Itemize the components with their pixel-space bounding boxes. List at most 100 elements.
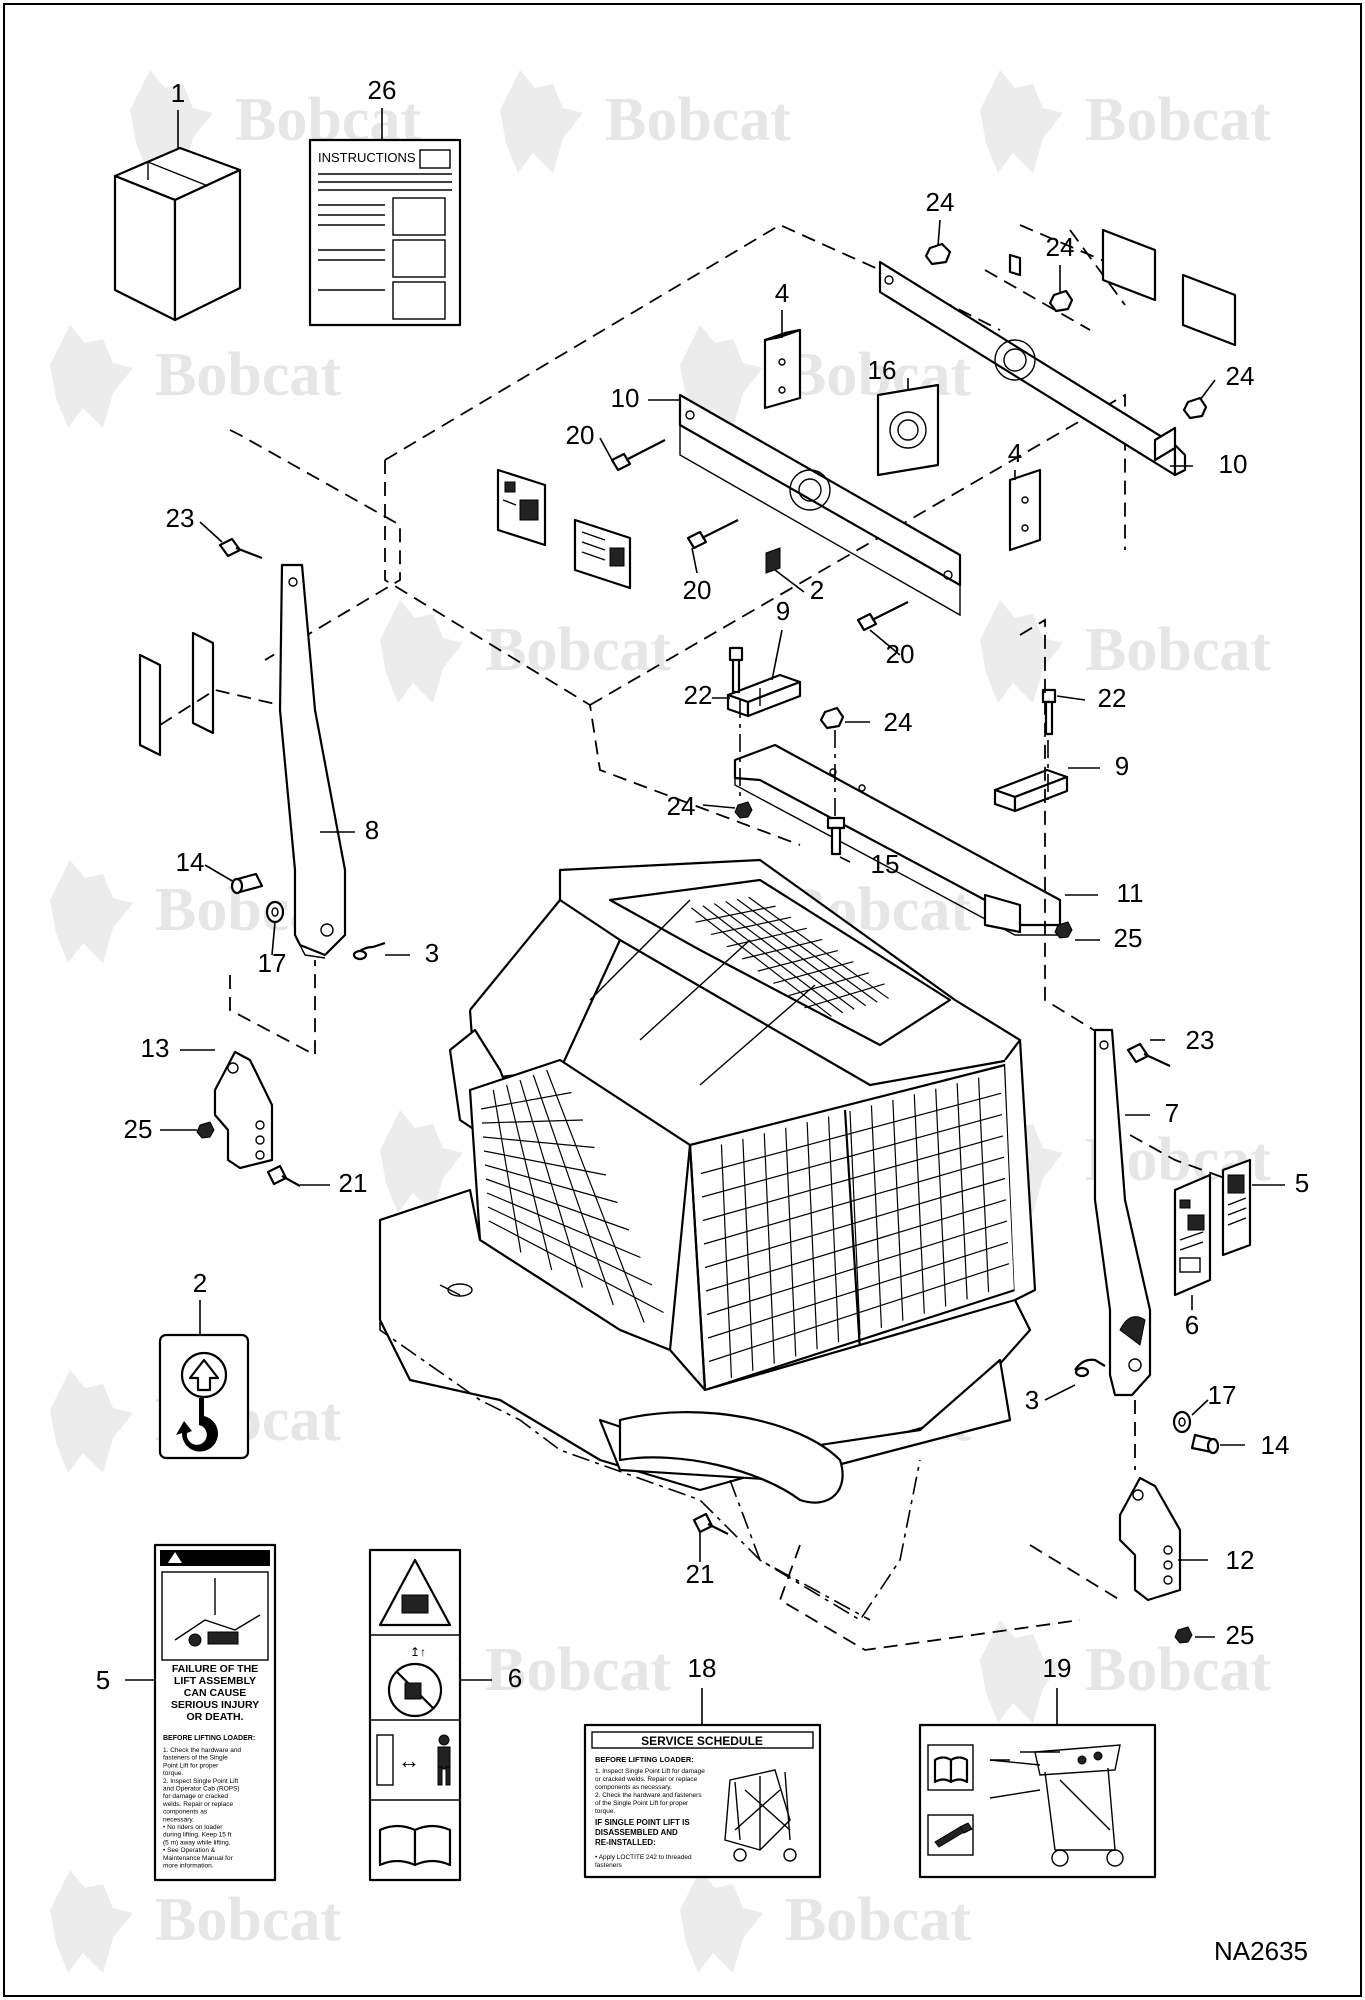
service-loader-sketch — [724, 1769, 797, 1862]
warning-headline-line: CAN CAUSE — [184, 1687, 246, 1699]
bobcat-logo-icon — [680, 1870, 763, 1973]
service-text-block: BEFORE LIFTING LOADER:1. Inspect Single … — [595, 1755, 705, 1869]
callout-3: 3 — [1025, 1385, 1039, 1415]
bracket-link-center — [778, 1544, 1081, 1651]
warning-header: WARNING — [193, 1552, 251, 1566]
callout-23: 23 — [1186, 1025, 1215, 1055]
callout-24: 24 — [884, 707, 913, 737]
loader-cab-rops — [378, 858, 1037, 1622]
warning-step-line: (5 m) away while lifting. — [163, 1839, 231, 1846]
side-window-grid — [480, 1069, 664, 1323]
callout-17: 17 — [1208, 1380, 1237, 1410]
bolt-22-left — [728, 646, 744, 694]
callout-22: 22 — [1098, 683, 1127, 713]
spacer-block-right — [1008, 468, 1042, 552]
callout-17: 17 — [258, 948, 287, 978]
service-footer-line: fasteners — [595, 1862, 622, 1869]
bolt-23-right — [1126, 1042, 1171, 1067]
pin-14-left — [230, 872, 264, 895]
warning-step-line: more information. — [163, 1863, 214, 1870]
service-item-line: or cracked welds. Repair or replace — [595, 1776, 698, 1783]
no-riders-icon: ↥↑ — [387, 1645, 443, 1718]
hazard-triangle-icon — [378, 1558, 452, 1627]
callout-26: 26 — [368, 75, 397, 105]
callout-23: 23 — [166, 503, 195, 533]
callout-14: 14 — [176, 847, 205, 877]
bolt-21-left — [266, 1164, 301, 1187]
callout-12: 12 — [1226, 1545, 1255, 1575]
manual-book-icon — [378, 1824, 452, 1867]
service-item-line: 1. Inspect Single Point Lift for damage — [595, 1768, 705, 1775]
callout-10: 10 — [611, 383, 640, 413]
callout-6: 6 — [508, 1663, 522, 1693]
bobcat-watermark-text: Bobcat — [155, 1886, 341, 1954]
callout-2: 2 — [810, 575, 824, 605]
bobcat-watermark: Bobcat — [980, 70, 1271, 173]
callout-9: 9 — [776, 596, 790, 626]
spacer-block-left — [763, 328, 802, 410]
service-reinstall-line: RE-INSTALLED: — [595, 1838, 656, 1847]
bobcat-logo-icon — [980, 1620, 1063, 1723]
instructions-sheet: INSTRUCTIONS — [308, 138, 462, 327]
lift-arm-left — [278, 563, 347, 959]
warning-step-line: • See Operation & — [163, 1847, 216, 1854]
callout-5: 5 — [1295, 1168, 1309, 1198]
cotter-pin-3-right — [1074, 1358, 1106, 1378]
bracket-link-right-lower — [1029, 1544, 1121, 1601]
warning-headline-line: FAILURE OF THE — [172, 1663, 258, 1675]
warning-step-line: during lifting. Keep 15 ft — [163, 1832, 231, 1839]
bobcat-logo-icon — [980, 70, 1063, 173]
callout-3: 3 — [425, 938, 439, 968]
warning-headline-line: LIFT ASSEMBLY — [174, 1675, 256, 1687]
bobcat-logo-icon — [50, 1870, 133, 1973]
bolt-20-c — [856, 601, 909, 632]
callout-25: 25 — [124, 1114, 153, 1144]
front-door-grid — [700, 1077, 1010, 1378]
bobcat-logo-icon — [380, 600, 463, 703]
wrench-icon — [927, 1814, 974, 1856]
callout-19: 19 — [1043, 1653, 1072, 1683]
upper-right-decals — [1008, 228, 1237, 347]
bobcat-watermark-text: Bobcat — [1085, 1636, 1271, 1704]
bobcat-logo-icon — [50, 325, 133, 428]
callout-labels: 1 26 24 24 24 4 16 10 10 20 4 23 20 2 20… — [96, 75, 1309, 1695]
service-schedule-decal: SERVICE SCHEDULE BEFORE LIFTING LOADER:1… — [583, 1723, 822, 1879]
warning-step-line: 2. Inspect Single Point Lift — [163, 1778, 238, 1785]
bobcat-watermark: Bobcat — [380, 600, 671, 703]
callout-21: 21 — [339, 1168, 368, 1198]
warning-subhead: BEFORE LIFTING LOADER: — [163, 1735, 255, 1742]
warning-headline-line: SERIOUS INJURY — [171, 1699, 259, 1711]
callout-4: 4 — [775, 278, 789, 308]
callout-11: 11 — [1117, 878, 1144, 908]
bolt-22-right — [1041, 688, 1057, 736]
bolt-23-left — [218, 537, 263, 560]
bobcat-logo-icon — [500, 70, 583, 173]
bobcat-watermark-text: Bobcat — [785, 1886, 971, 1954]
torque-spec-decal — [918, 1723, 1157, 1879]
bobcat-watermark: Bobcat — [680, 1870, 971, 1973]
instructions-title: INSTRUCTIONS — [318, 150, 416, 165]
warning-step-line: components as — [163, 1809, 208, 1816]
callout-15: 15 — [871, 849, 900, 879]
torque-lift-sketch — [989, 1744, 1124, 1867]
warning-step-line: fasteners of the Single — [163, 1755, 228, 1762]
callout-24: 24 — [926, 187, 955, 217]
small-decal-upper — [765, 547, 781, 574]
center-plate — [876, 383, 940, 477]
right-arm-decals — [1129, 1134, 1252, 1297]
service-item-line: 2. Check the hardware and fasteners — [595, 1792, 702, 1799]
washer-17-right — [1172, 1410, 1192, 1434]
pin-14-right — [1190, 1433, 1220, 1455]
kit-box — [113, 146, 242, 322]
bobcat-logo-icon — [980, 600, 1063, 703]
callout-7: 7 — [1165, 1098, 1179, 1128]
bobcat-logo-icon — [50, 1370, 133, 1473]
nut-25-right — [1174, 1626, 1193, 1644]
bolt-20-a — [610, 439, 666, 472]
callout-6: 6 — [1185, 1310, 1199, 1340]
callout-25: 25 — [1114, 923, 1143, 953]
washer-17-left — [265, 900, 285, 924]
